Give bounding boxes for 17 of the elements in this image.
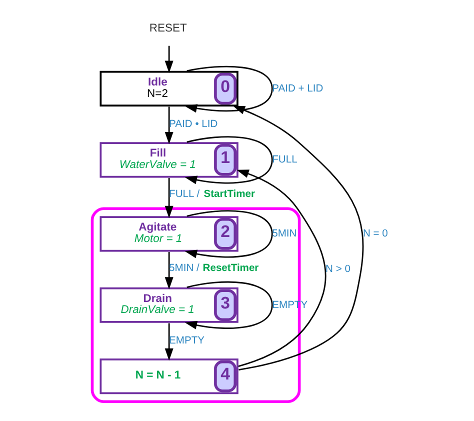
edge-label: N > 0 (326, 264, 350, 276)
edge-label: 5MIN (272, 228, 297, 240)
arrow (164, 178, 174, 218)
arrow (232, 106, 364, 370)
arrow (184, 66, 273, 113)
arrow (164, 252, 174, 290)
edge-label: N = 0 (363, 228, 388, 240)
edge-label: FULL (272, 154, 298, 166)
arrow (164, 46, 174, 73)
arrow (236, 170, 326, 367)
arrow (164, 323, 174, 361)
node-text: RESET (149, 22, 187, 35)
arrow (164, 106, 174, 144)
arrow (184, 210, 273, 258)
arrow (184, 136, 273, 184)
edge-label: PAID + LID (272, 83, 324, 94)
arrow (184, 281, 273, 330)
